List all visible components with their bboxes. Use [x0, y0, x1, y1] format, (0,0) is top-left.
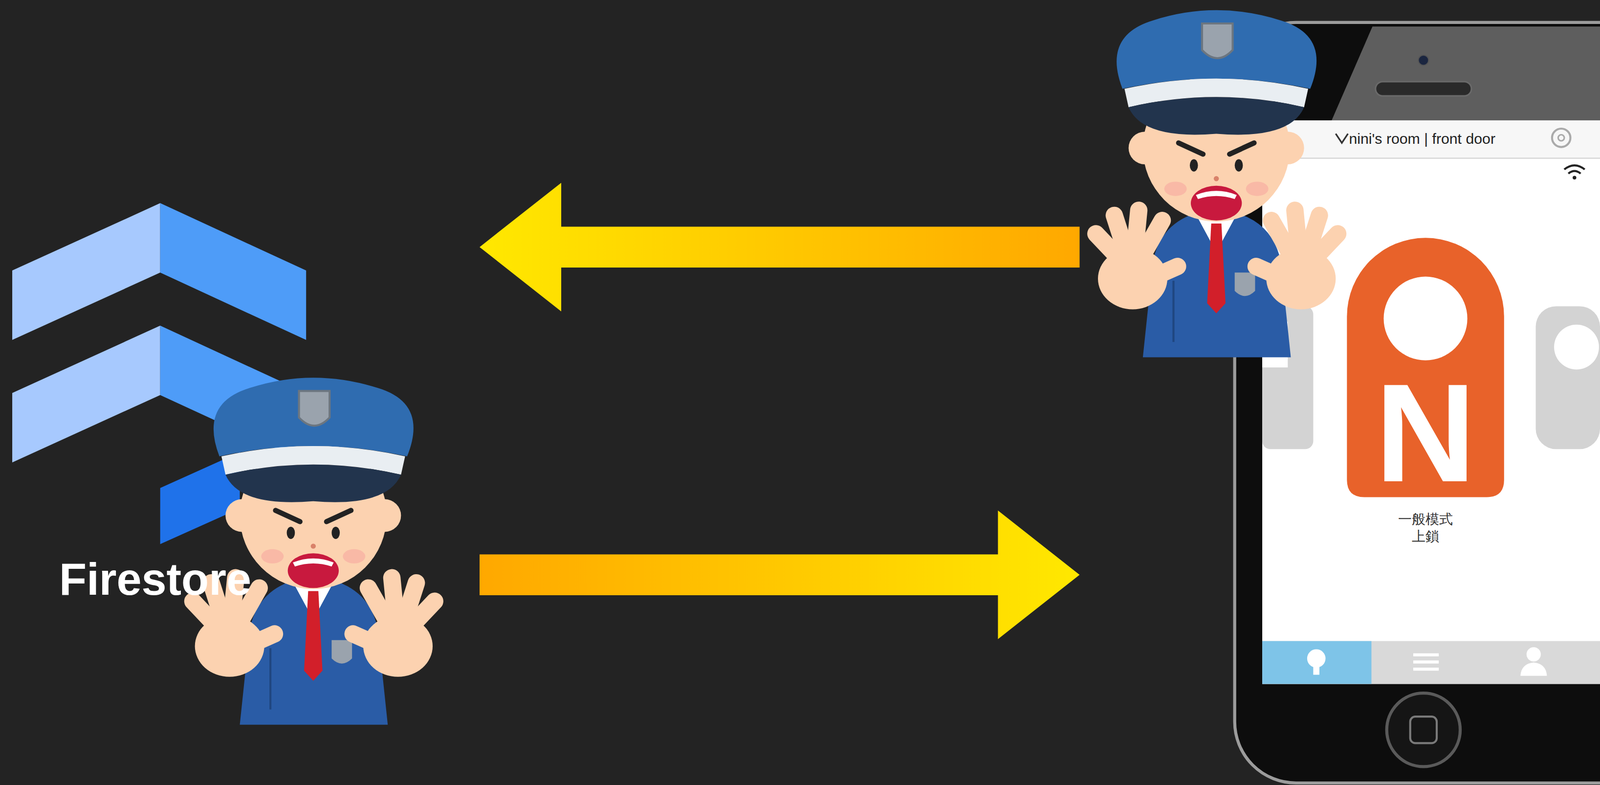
room-title: nini's room | front door: [1349, 129, 1496, 149]
key-icon: [1307, 648, 1326, 675]
tab-bar: [1262, 640, 1600, 684]
home-button: [1386, 692, 1461, 767]
flow-arrow: [479, 182, 1080, 312]
header-rule: [1262, 157, 1600, 159]
gear-ring: [1552, 128, 1571, 148]
guard-figure: [193, 377, 436, 725]
person-head: [1526, 646, 1541, 661]
lock-status: 一般模式 上鎖: [1394, 510, 1456, 545]
list-icon: [1413, 653, 1439, 671]
gear-hub: [1557, 134, 1565, 142]
person-body: [1520, 662, 1547, 676]
gear-icon: [1552, 128, 1571, 148]
phone-camera: [1418, 55, 1429, 66]
side-tag-mark: [1554, 324, 1600, 370]
home-square: [1410, 716, 1437, 743]
lock-letter: N: [1370, 363, 1481, 504]
dropdown-chevron: [1335, 133, 1348, 143]
datastore-node: Firestore: [10, 198, 480, 608]
logo-chevron: [12, 202, 161, 340]
lock-tag-hole: [1383, 276, 1468, 361]
app-header: [1262, 120, 1600, 158]
phone-speaker: [1375, 81, 1472, 96]
guard-figure: [1095, 10, 1338, 358]
phone-glare: [1331, 26, 1600, 121]
wifi-arc: [1568, 171, 1581, 174]
person-icon: [1520, 646, 1547, 676]
active-tab: [1262, 640, 1372, 684]
wifi-icon: [1564, 165, 1585, 180]
flow-arrow: [479, 510, 1080, 639]
phone-app-node: nini's room | front door 一般模式 上鎖: [1079, 20, 1600, 785]
side-tag: [1535, 306, 1600, 449]
wifi-dot: [1572, 175, 1577, 180]
logo-chevron: [160, 202, 307, 340]
wifi-arc: [1564, 165, 1585, 170]
list-line: [1413, 653, 1439, 657]
phone-screen: [1262, 120, 1600, 684]
list-line: [1413, 659, 1439, 663]
logo-chevron: [12, 325, 161, 463]
key-shaft: [1313, 660, 1320, 675]
list-line: [1413, 667, 1439, 671]
service-name: Firestore: [59, 550, 252, 608]
